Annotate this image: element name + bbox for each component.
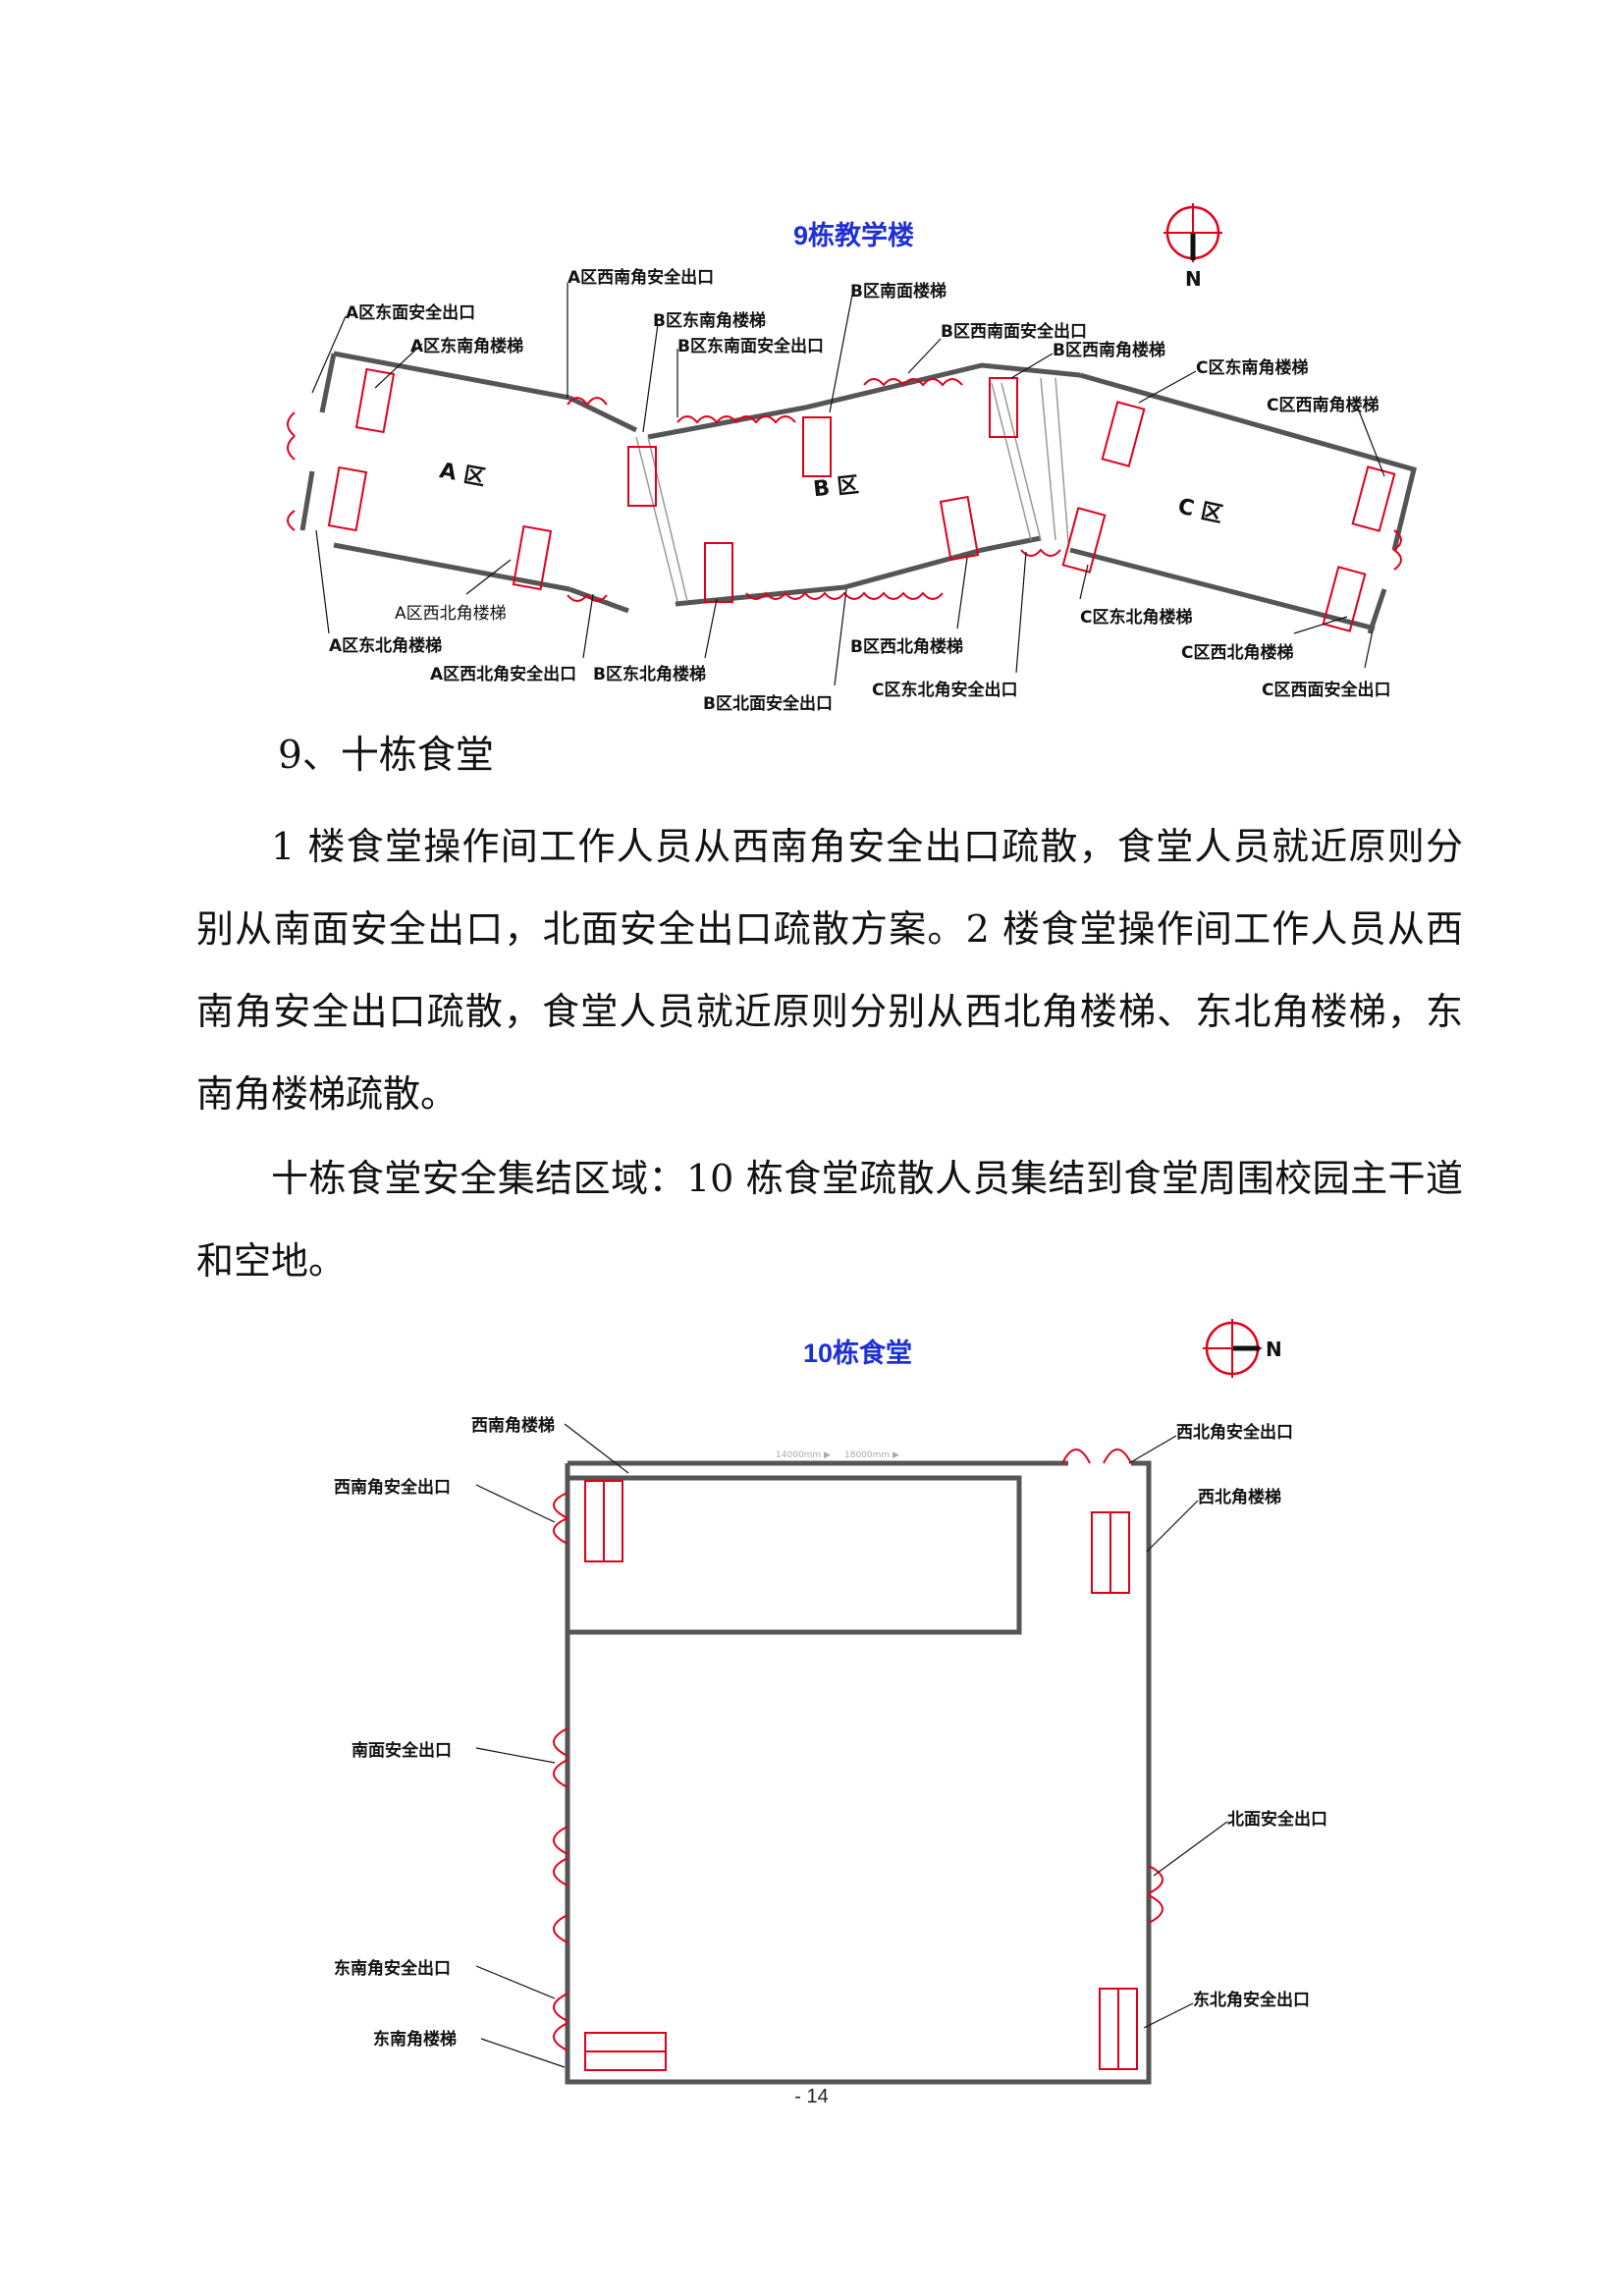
compass-icon-2 [1203,1319,1262,1378]
label-c-northeast-exit: C区东北角安全出口 [872,681,1018,700]
label-c-southeast-stair: C区东南角楼梯 [1196,358,1309,378]
exit-doors [287,378,1402,602]
svg-text:18000mm ▶: 18000mm ▶ [844,1450,899,1460]
zone-c-walls [1069,372,1418,634]
label-sw-exit: 西南角安全出口 [334,1478,451,1498]
page-number: - 14 [794,2086,829,2107]
compass-letter-2: N [1266,1338,1282,1361]
diagram1-title: 9栋教学楼 [793,221,915,250]
canteen-leader-lines [475,1423,1228,2068]
label-a-northeast-stair: A区东北角楼梯 [329,636,443,656]
label-c-southwest-stair: C区西南角楼梯 [1267,396,1380,415]
connector-corridors [635,377,1069,602]
label-b-northeast-stair: B区东北角楼梯 [593,665,706,684]
label-b-southeast-exit: B区东南面安全出口 [677,337,824,356]
label-c-northwest-stair: C区西北角楼梯 [1181,643,1294,663]
zone-b-walls [647,362,1081,607]
compass-icon [1163,203,1222,262]
stairwells [327,367,1396,632]
label-b-southeast-stair: B区东南角楼梯 [653,311,766,331]
label-b-southsouth-exit: B区西南面安全出口 [941,322,1087,342]
label-c-northeast-stair: C区东北角楼梯 [1080,608,1193,628]
compass-letter: N [1185,267,1202,291]
label-c-west-exit: C区西面安全出口 [1262,681,1391,700]
label-a-northwest-exit: A区西北角安全出口 [430,665,577,684]
label-a-southeast-stair: A区东南角楼梯 [410,337,524,356]
section-heading: 9、十栋食堂 [278,734,494,778]
diagram2-title: 10栋食堂 [803,1339,913,1368]
canteen-dimension-marks: 14000mm ▶ 18000mm ▶ [776,1450,899,1460]
label-se-stair: 东南角楼梯 [373,2030,457,2050]
canteen-walls [565,1460,1152,2085]
label-a-southwest-exit: A区西南角安全出口 [568,268,715,288]
label-b-northwest-stair: B区西北角楼梯 [850,637,963,657]
label-a-northwest-stair: A区西北角楼梯 [395,604,507,624]
leader-lines [311,283,1385,686]
label-nw-exit: 西北角安全出口 [1176,1423,1293,1443]
label-nw-stair: 西北角楼梯 [1198,1488,1281,1507]
label-b-southwest-stair: B区西南角楼梯 [1053,341,1165,360]
label-sw-stair: 西南角楼梯 [471,1416,555,1436]
paragraph-2: 十栋食堂安全集结区域：10 栋食堂疏散人员集结到食堂周围校园主干道和空地。 [196,1157,1463,1283]
canteen-exits [553,1449,1163,2051]
zone-b-label: B 区 [812,472,860,503]
label-se-exit: 东南角安全出口 [334,1959,451,1979]
label-n-exit: 北面安全出口 [1227,1810,1327,1830]
paragraph-1: 1 楼食堂操作间工作人员从西南角安全出口疏散，食堂人员就近原则分别从南面安全出口… [196,825,1463,1116]
label-b-south-stair: B区南面楼梯 [850,282,947,301]
label-a-east-exit: A区东面安全出口 [346,303,476,323]
label-s-exit: 南面安全出口 [352,1741,452,1761]
canteen-stairs [584,1480,1138,2071]
label-ne-exit: 东北角安全出口 [1193,1991,1310,2010]
svg-text:14000mm ▶: 14000mm ▶ [776,1450,831,1460]
label-b-north-exit: B区北面安全出口 [703,694,833,714]
